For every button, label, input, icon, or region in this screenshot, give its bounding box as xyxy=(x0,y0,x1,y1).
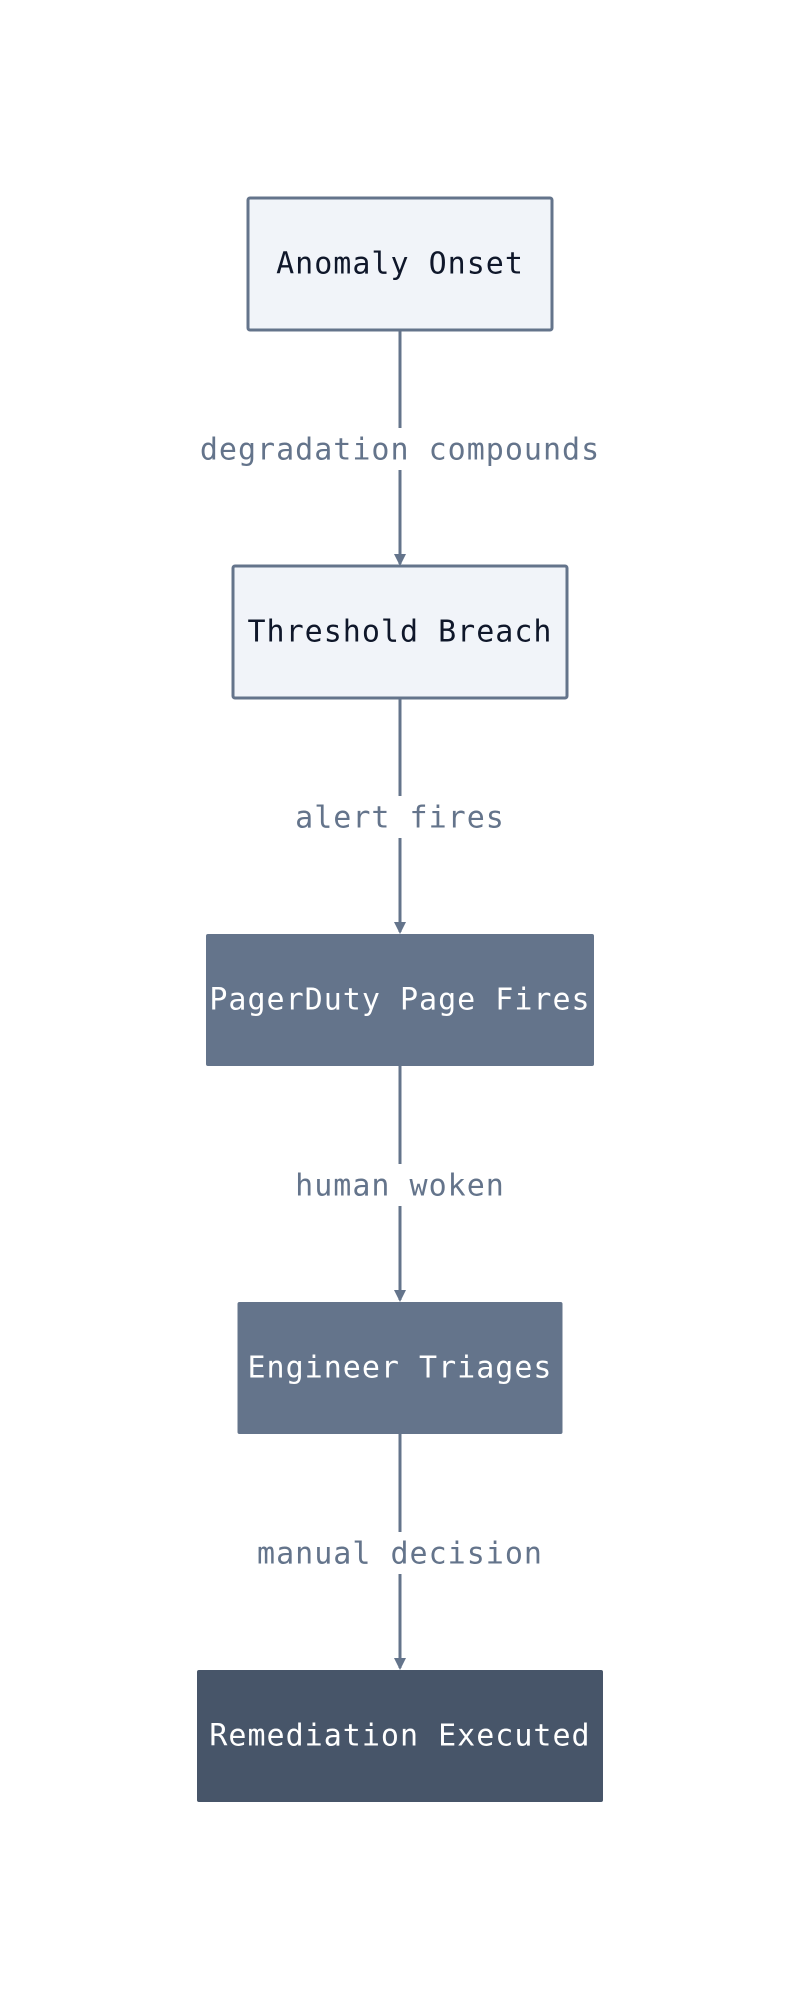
node-box xyxy=(206,934,594,1066)
edge-label: degradation compounds xyxy=(200,433,600,468)
node-remediation-executed: Remediation Executed xyxy=(197,1670,603,1802)
node-engineer-triages: Engineer Triages xyxy=(237,1302,563,1434)
node-label: Engineer Triages xyxy=(248,1351,553,1386)
node-box xyxy=(197,1670,603,1802)
node-label: Remediation Executed xyxy=(209,1719,590,1754)
edge-pagerduty-page-fires-to-engineer-triages: human woken xyxy=(295,1066,505,1302)
edge-label: manual decision xyxy=(257,1537,543,1572)
node-threshold-breach: Threshold Breach xyxy=(231,564,569,700)
node-label: PagerDuty Page Fires xyxy=(209,983,590,1018)
node-anomaly-onset: Anomaly Onset xyxy=(246,196,554,332)
node-box xyxy=(237,1302,563,1434)
node-label: Anomaly Onset xyxy=(276,247,524,282)
edges-layer: degradation compounds alert fires human wo… xyxy=(200,330,600,1670)
node-box xyxy=(246,196,554,332)
node-pagerduty-page-fires: PagerDuty Page Fires xyxy=(206,934,594,1066)
edge-label: alert fires xyxy=(295,801,505,836)
edge-threshold-breach-to-pagerduty-page-fires: alert fires xyxy=(295,698,505,934)
node-box xyxy=(231,564,569,700)
edge-engineer-triages-to-remediation-executed: manual decision xyxy=(257,1434,543,1670)
edge-label: human woken xyxy=(295,1169,505,1204)
node-label: Threshold Breach xyxy=(248,615,553,650)
edge-anomaly-onset-to-threshold-breach: degradation compounds xyxy=(200,330,600,566)
